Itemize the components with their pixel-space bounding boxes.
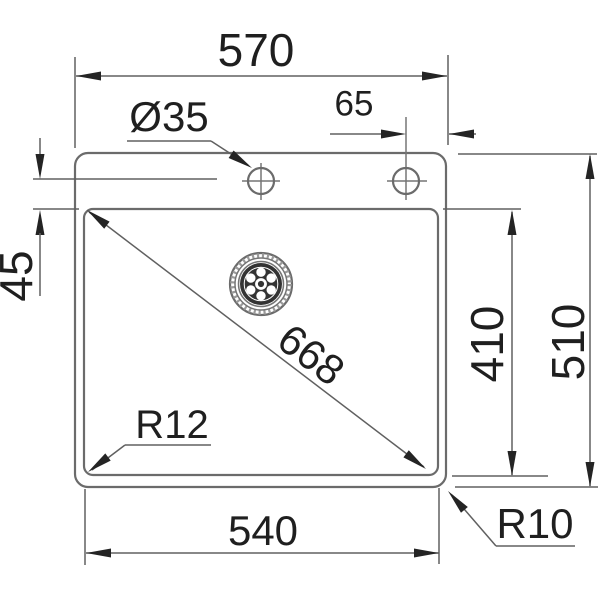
dim-tap-hole-offset: [330, 129, 476, 139]
dim-tap-hole-setback: [33, 138, 217, 296]
leader-bowl-corner-radius: [88, 444, 211, 472]
faucet-hole-right: [387, 117, 427, 200]
dim-tap-hole-setback-label: 45: [0, 250, 42, 302]
dim-diagonal: [87, 210, 426, 469]
faucet-hole-left: [242, 163, 280, 200]
dim-overall-width-label: 570: [217, 24, 295, 76]
leader-tap-hole-diameter: [127, 140, 252, 168]
dim-overall-width: [74, 55, 449, 148]
bowl-outline: [82, 207, 440, 477]
dim-bowl-corner-radius-label: R12: [135, 403, 209, 447]
dim-bowl-width: [84, 488, 440, 565]
dim-overall-depth-label: 510: [542, 303, 594, 381]
faucet-hole-right-circle: [391, 166, 421, 196]
dim-bowl-width-label: 540: [227, 507, 299, 554]
dim-tap-hole-diameter-label: Ø35: [129, 93, 209, 140]
dim-tap-hole-offset-label: 65: [334, 84, 374, 124]
drain-strainer-icon: [228, 251, 294, 317]
dim-bowl-depth-label: 410: [461, 305, 513, 383]
dim-bowl-depth: [443, 208, 548, 477]
leader-rim-corner-radius: [448, 491, 575, 547]
dim-overall-depth: [455, 153, 598, 488]
sink-rim-outline: [73, 151, 448, 489]
faucet-hole-left-circle: [246, 166, 276, 196]
dim-rim-corner-radius-label: R10: [496, 500, 574, 547]
